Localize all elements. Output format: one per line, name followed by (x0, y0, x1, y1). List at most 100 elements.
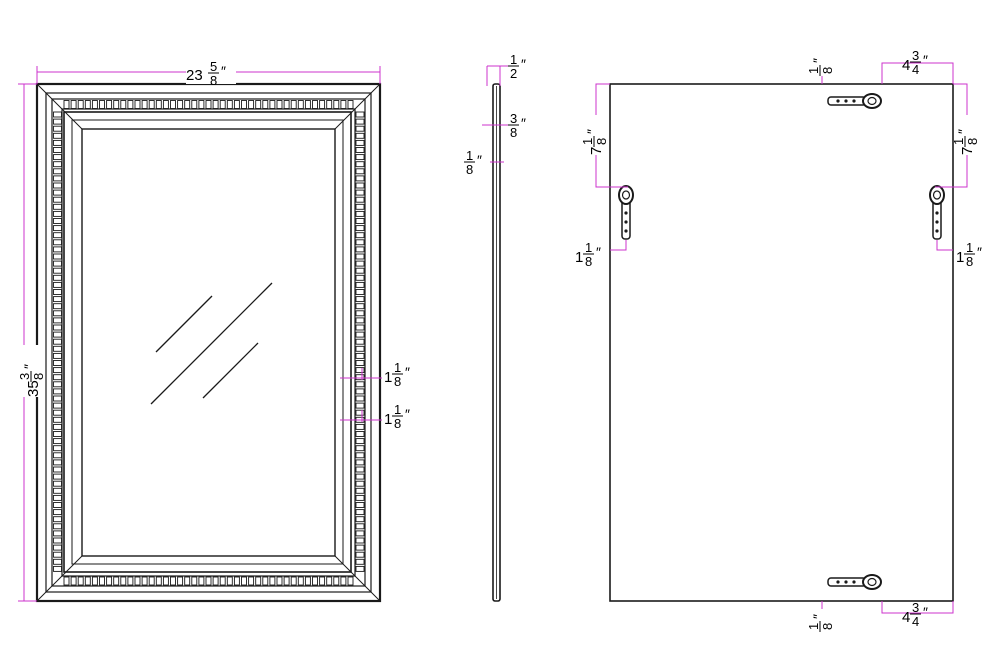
dim-denominator: 8 (31, 373, 46, 380)
bead (148, 576, 155, 586)
bead (219, 576, 226, 586)
bead (262, 576, 269, 586)
d-ring-hanger-icon (827, 93, 882, 109)
back-dimensions (595, 62, 968, 614)
bead (355, 537, 365, 544)
front-bead-molding (53, 100, 365, 586)
dim-side-top-depth: 1 2 ″ (508, 52, 526, 81)
bead (355, 409, 365, 416)
bead (91, 100, 98, 109)
bead (77, 576, 84, 586)
bead (347, 576, 354, 586)
bead (355, 324, 365, 331)
dim-numerator: 3 (912, 48, 919, 63)
bead (241, 100, 247, 109)
bead (355, 530, 365, 537)
bead (162, 576, 169, 586)
bead (53, 161, 62, 168)
bead (170, 576, 176, 586)
bead (184, 100, 191, 109)
bead (355, 438, 365, 445)
bead (191, 100, 198, 109)
bead (53, 423, 62, 430)
bead (355, 281, 365, 288)
bead (127, 100, 134, 109)
dim-numerator: 1 (466, 148, 473, 163)
bead (53, 494, 62, 501)
bead (53, 530, 62, 537)
bead (53, 431, 62, 437)
bead (355, 423, 365, 430)
bead (355, 147, 365, 153)
bead (355, 331, 365, 338)
bead (53, 331, 62, 338)
bead (91, 576, 98, 586)
dim-numerator: 5 (210, 59, 217, 74)
dim-whole: 4 (902, 57, 910, 74)
bead (53, 203, 62, 210)
bead (53, 274, 62, 281)
bead (326, 576, 333, 586)
bead (319, 576, 326, 586)
front-mirror-glass (81, 128, 336, 557)
bead (304, 100, 311, 109)
dim-side-mid-depth: 3 8 ″ (508, 111, 526, 140)
dim-unit: ″ (521, 115, 526, 131)
bead (340, 100, 347, 109)
bead (355, 558, 365, 565)
bead (53, 132, 62, 139)
dim-unit: ″ (923, 604, 928, 620)
bead (53, 480, 62, 487)
bead (53, 558, 62, 565)
bead (53, 182, 62, 189)
dim-numerator: 3 (912, 600, 919, 615)
bead (355, 203, 365, 210)
bead (276, 576, 283, 586)
bead (355, 239, 365, 246)
bead (355, 502, 365, 508)
bead (355, 374, 365, 381)
bead (63, 100, 70, 109)
bead (53, 111, 62, 118)
bead (233, 576, 240, 586)
bead (53, 218, 62, 224)
dim-front-height: 35 3 8 ″ (17, 345, 46, 397)
bead (198, 100, 205, 109)
dim-numerator: 1 (394, 402, 401, 417)
front-outer-frame (35, 82, 382, 603)
dim-whole: 7 (959, 147, 976, 155)
bead (53, 367, 62, 374)
bead (355, 296, 365, 303)
bead (53, 196, 62, 203)
bead (355, 182, 365, 189)
dim-denominator: 8 (585, 254, 592, 269)
dim-unit: ″ (21, 364, 37, 369)
bead (355, 466, 365, 473)
bead (53, 338, 62, 345)
bead (53, 509, 62, 516)
dim-numerator: 1 (806, 67, 821, 74)
bead (184, 576, 191, 586)
bead (148, 100, 155, 109)
bead (355, 139, 365, 146)
bead (63, 576, 70, 586)
bead (155, 100, 162, 109)
dim-unit: ″ (584, 129, 600, 134)
bead (205, 100, 212, 109)
bead (355, 494, 365, 501)
bead (127, 576, 134, 586)
bead (355, 118, 365, 125)
bead (113, 576, 120, 586)
bead (355, 395, 365, 402)
bead (290, 100, 297, 109)
bead (177, 576, 184, 586)
bead (53, 523, 62, 530)
dim-whole: 4 (902, 609, 910, 626)
dim-denominator: 8 (394, 416, 401, 431)
bead (53, 345, 62, 352)
dim-front-width: 23 5 8 ″ (186, 59, 236, 88)
bead (53, 147, 62, 153)
bead (255, 576, 262, 586)
bead (53, 168, 62, 175)
dim-whole: 1 (384, 369, 392, 386)
